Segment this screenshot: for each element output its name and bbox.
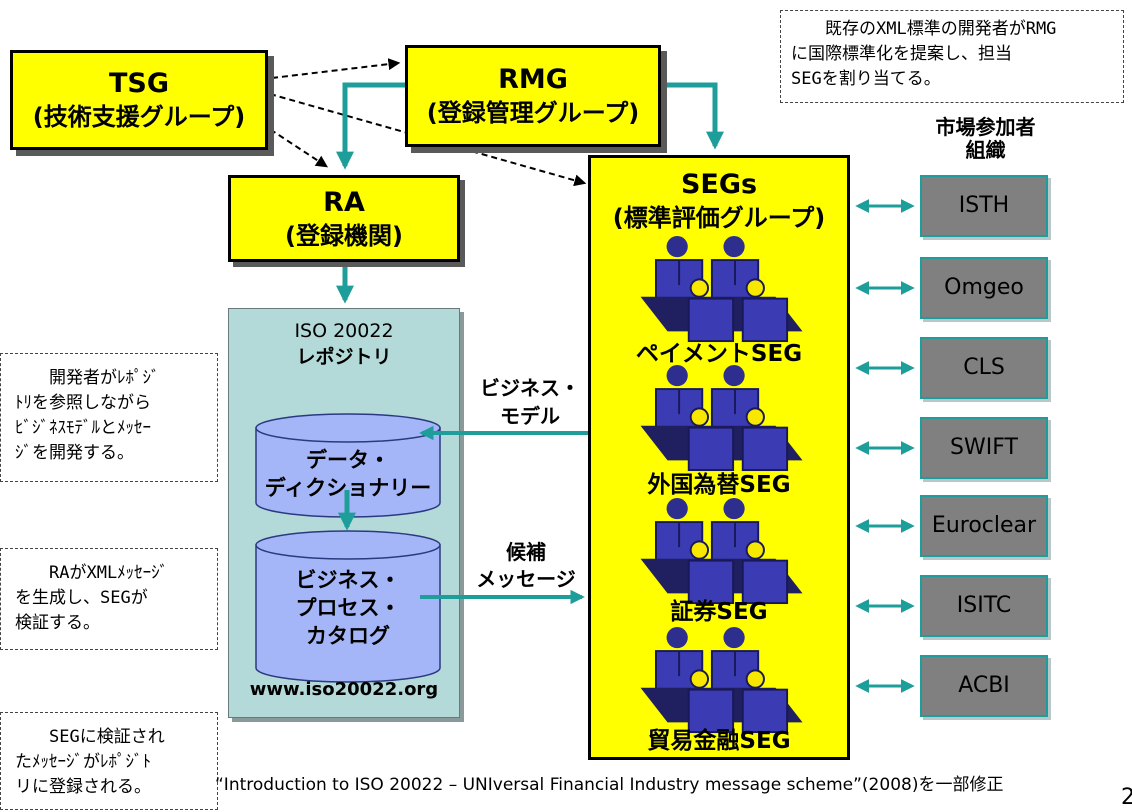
- registration-note: SEGに検証され たﾒｯｾｰｼﾞがﾚﾎﾟｼﾞﾄ リに登録される。: [0, 712, 218, 810]
- rmg-to-segs-arrow: [656, 82, 724, 150]
- dictionary-label-line1: データ・: [306, 448, 390, 472]
- cylinder-top: [255, 413, 441, 443]
- business-model-label-line2: モデル: [500, 404, 560, 428]
- participant-box: Euroclear: [920, 495, 1048, 557]
- note-line: SEGを割り当てる。: [791, 69, 941, 89]
- tsg-title: TSG: [108, 68, 170, 99]
- note-line: ﾄﾘを参照しながら: [15, 393, 151, 413]
- trade-finance-seg-people-icon: [640, 626, 805, 734]
- business-process-catalog-cylinder: [255, 530, 441, 683]
- cylinder-body: [255, 544, 441, 683]
- rmg-to-ra-arrow: [336, 82, 410, 170]
- repository-url: www.iso20022.org: [249, 679, 439, 700]
- catalog-label-line3: カタログ: [306, 624, 390, 648]
- payment-seg-people-icon: [640, 235, 805, 343]
- fx-seg-people-icon: [640, 364, 805, 472]
- note-line: リに登録される。: [15, 777, 151, 797]
- dictionary-label-line2: ディクショナリー: [264, 476, 432, 500]
- ra-box: RA (登録機関): [228, 175, 460, 262]
- securities-seg-people-icon: [640, 497, 805, 605]
- developer-note: 開発者がﾚﾎﾟｼﾞ ﾄﾘを参照しながら ﾋﾞｼﾞﾈｽﾓﾃﾞﾙとﾒｯｾｰ ｼﾞを開…: [0, 353, 218, 482]
- ra-generation-note: RAがXMLﾒｯｾｰｼﾞ を生成し、SEGが 検証する。: [0, 548, 218, 650]
- segs-subtitle: (標準評価グループ): [612, 204, 826, 232]
- data-dictionary-cylinder: [255, 413, 441, 518]
- note-line: に国際標準化を提案し、担当: [791, 44, 1012, 64]
- ra-subtitle: (登録機関): [285, 222, 403, 250]
- tsg-subtitle: (技術支援グループ): [32, 103, 246, 131]
- note-line: 既存のXML標準の開発者がRMG: [825, 19, 1057, 39]
- tsg-to-ra-dashed-arrow: [261, 123, 329, 168]
- cylinder-top: [255, 530, 441, 560]
- note-line: SEGに検証され: [49, 727, 165, 747]
- rmg-box: RMG (登録管理グループ): [405, 45, 661, 147]
- catalog-label-line2: プロセス・: [295, 596, 401, 620]
- rmg-subtitle: (登録管理グループ): [426, 99, 640, 127]
- candidate-message-label-line1: 候補: [506, 540, 546, 564]
- source-citation: “Introduction to ISO 20022 – UNIversal F…: [215, 775, 1004, 795]
- seg-group-label: 貿易金融SEG: [647, 728, 791, 754]
- participants-header-line2: 組織: [965, 138, 1006, 162]
- candidate-message-label-line2: メッセージ: [476, 567, 576, 591]
- participant-box: ISITC: [920, 575, 1048, 637]
- rmg-proposal-note: 既存のXML標準の開発者がRMG に国際標準化を提案し、担当 SEGを割り当てる…: [780, 10, 1124, 103]
- segs-title: SEGs: [680, 169, 758, 200]
- note-line: たﾒｯｾｰｼﾞがﾚﾎﾟｼﾞﾄ: [15, 752, 151, 772]
- page-number: 2: [1121, 785, 1132, 810]
- market-participants-header: 市場参加者 組織: [918, 116, 1053, 162]
- participant-box: SWIFT: [920, 417, 1048, 479]
- repository-title: ISO 20022: [294, 320, 394, 342]
- rmg-title: RMG: [498, 64, 568, 95]
- note-line: 開発者がﾚﾎﾟｼﾞ: [49, 368, 160, 388]
- note-line: を生成し、SEGが: [15, 588, 148, 608]
- repository-subtitle: レポジトリ: [296, 346, 392, 368]
- participants-header-line1: 市場参加者: [935, 115, 1036, 139]
- note-line: ｼﾞを開発する。: [15, 443, 134, 463]
- participant-box: ISTH: [920, 175, 1048, 237]
- note-line: ﾋﾞｼﾞﾈｽﾓﾃﾞﾙとﾒｯｾｰ: [15, 418, 151, 438]
- note-line: RAがXMLﾒｯｾｰｼﾞ: [49, 563, 169, 583]
- seg-group-label: 証券SEG: [670, 599, 768, 625]
- participant-box: ACBI: [920, 655, 1048, 717]
- catalog-label-line1: ビジネス・: [295, 568, 401, 592]
- seg-group-label: ペイメントSEG: [635, 341, 803, 367]
- ra-title: RA: [323, 187, 365, 218]
- business-model-label-line1: ビジネス・: [480, 376, 580, 400]
- note-line: 検証する。: [15, 613, 100, 633]
- seg-group-label: 外国為替SEG: [647, 472, 791, 498]
- tsg-to-rmg-dashed-arrow: [271, 58, 401, 79]
- tsg-box: TSG (技術支援グループ): [10, 50, 268, 150]
- participant-box: Omgeo: [920, 257, 1048, 319]
- participant-box: CLS: [920, 337, 1048, 399]
